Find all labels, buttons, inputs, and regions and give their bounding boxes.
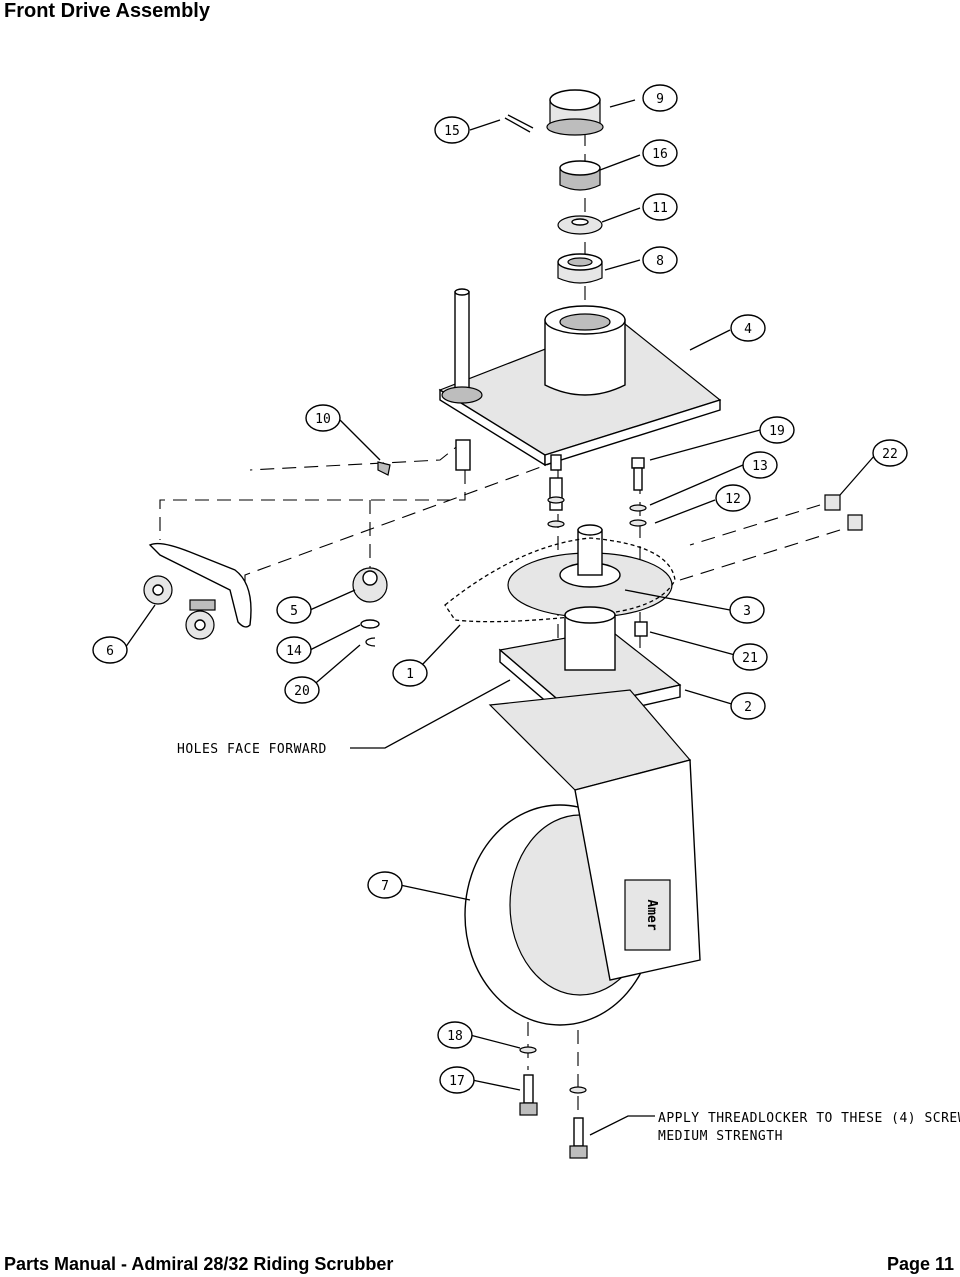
part-11-washer — [557, 215, 603, 235]
footer-manual-title: Parts Manual - Admiral 28/32 Riding Scru… — [4, 1254, 394, 1274]
callout-6: 6 — [92, 636, 128, 664]
part-6-tensioner-arm — [143, 542, 252, 640]
svg-text:16: 16 — [652, 147, 668, 162]
callout-16: 16 — [642, 139, 678, 167]
svg-text:17: 17 — [449, 1074, 465, 1089]
callout-2: 2 — [730, 692, 766, 720]
callout-9: 9 — [642, 84, 678, 112]
svg-text:5: 5 — [290, 604, 298, 619]
part-19-bolt — [547, 457, 647, 528]
callout-15: 15 — [434, 116, 470, 144]
part-14-spacer — [360, 619, 380, 629]
svg-text:19: 19 — [769, 424, 785, 439]
part-10-key — [377, 461, 391, 476]
svg-text:3: 3 — [743, 604, 751, 619]
callout-4: 4 — [730, 314, 766, 342]
exploded-parts-diagram: Amer — [92, 84, 960, 1159]
svg-text:20: 20 — [294, 684, 310, 699]
callout-12: 12 — [715, 484, 751, 512]
callout-leaders — [124, 99, 876, 1136]
svg-text:13: 13 — [752, 459, 768, 474]
callout-10: 10 — [305, 404, 341, 432]
callout-17: 17 — [439, 1066, 475, 1094]
footer-page-number: Page 11 — [886, 1254, 954, 1274]
part-4-mount-plate — [438, 288, 722, 471]
part-9-cap — [546, 89, 604, 136]
threadlocker-note-line2: MEDIUM STRENGTH — [658, 1129, 783, 1144]
part-16-castle-nut — [559, 160, 601, 191]
svg-text:7: 7 — [381, 879, 389, 894]
part-7-drive-wheel: Amer — [464, 689, 701, 1026]
callout-5: 5 — [276, 596, 312, 624]
svg-text:4: 4 — [744, 322, 752, 337]
svg-text:6: 6 — [106, 644, 114, 659]
part-1-chain — [444, 537, 676, 623]
callout-18: 18 — [437, 1021, 473, 1049]
callout-11: 11 — [642, 193, 678, 221]
motor-brand-label: Amer — [644, 899, 659, 930]
callout-14: 14 — [276, 636, 312, 664]
callout-7: 7 — [367, 871, 403, 899]
callout-19: 19 — [759, 416, 795, 444]
svg-text:18: 18 — [447, 1029, 463, 1044]
callout-8: 8 — [642, 246, 678, 274]
callout-3: 3 — [729, 596, 765, 624]
page-title: Front Drive Assembly — [4, 0, 210, 22]
svg-text:9: 9 — [656, 92, 664, 107]
holes-face-forward-note: HOLES FACE FORWARD — [177, 742, 327, 757]
part-17-bolt — [519, 1074, 588, 1159]
svg-text:21: 21 — [742, 651, 758, 666]
svg-text:12: 12 — [725, 492, 741, 507]
svg-text:2: 2 — [744, 700, 752, 715]
part-5-idler-sprocket — [352, 567, 388, 603]
svg-text:10: 10 — [315, 412, 331, 427]
callout-22: 22 — [872, 439, 908, 467]
part-18-washer — [519, 1046, 587, 1094]
threadlocker-note-line1: APPLY THREADLOCKER TO THESE (4) SCREWS, — [658, 1111, 960, 1126]
callout-20: 20 — [284, 676, 320, 704]
callout-1: 1 — [392, 659, 428, 687]
svg-text:1: 1 — [406, 667, 414, 682]
callout-13: 13 — [742, 451, 778, 479]
svg-text:11: 11 — [652, 201, 668, 216]
callout-21: 21 — [732, 643, 768, 671]
part-15-cotter-pin — [504, 114, 534, 133]
part-20-retaining-ring — [365, 637, 376, 647]
svg-text:22: 22 — [882, 447, 898, 462]
part-8-bearing — [557, 253, 603, 284]
part-22-chain-link — [824, 494, 863, 531]
callout-markers: 9 15 16 11 8 4 10 19 — [92, 84, 908, 1094]
svg-text:8: 8 — [656, 254, 664, 269]
svg-text:15: 15 — [444, 124, 460, 139]
svg-text:14: 14 — [286, 644, 302, 659]
part-3-sprocket — [507, 524, 673, 618]
